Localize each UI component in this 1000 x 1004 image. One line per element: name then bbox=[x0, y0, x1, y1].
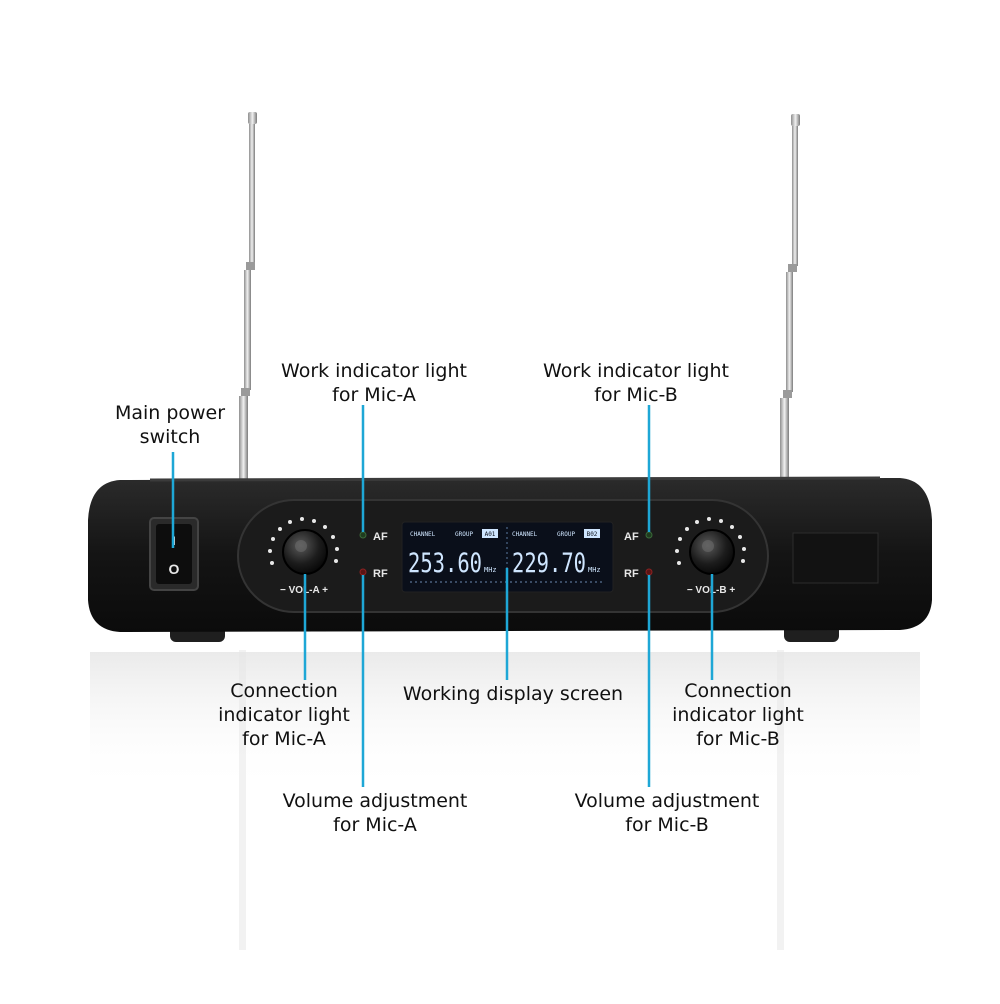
rf-label-b: RF bbox=[624, 568, 639, 580]
af-label-a: AF bbox=[373, 531, 388, 543]
label-main-power-switch: Main power switch bbox=[114, 402, 226, 448]
af-light-a bbox=[359, 531, 367, 539]
rf-light-a bbox=[359, 568, 367, 576]
vol-b-knob[interactable] bbox=[689, 529, 735, 575]
lcd-channel-b: CHANNEL bbox=[512, 531, 538, 538]
rf-label-a: RF bbox=[373, 568, 388, 580]
lcd-group-a: GROUP bbox=[455, 531, 473, 538]
af-light-b bbox=[645, 531, 653, 539]
power-switch[interactable]: I O bbox=[149, 517, 199, 591]
af-label-b: AF bbox=[624, 531, 639, 543]
lcd-group-b-value: B02 bbox=[587, 531, 598, 538]
lcd-freq-b: 229.70 bbox=[512, 548, 586, 579]
lcd-unit-b: MHz bbox=[588, 566, 601, 574]
rf-light-b bbox=[645, 568, 653, 576]
vol-a-knob[interactable] bbox=[282, 529, 328, 575]
callout-lines bbox=[171, 405, 714, 787]
antenna-reflection-right bbox=[777, 650, 784, 950]
antenna-right bbox=[780, 114, 800, 482]
label-conn-light-b: Connection indicator light for Mic-B bbox=[672, 680, 804, 750]
body-top-edge bbox=[149, 476, 881, 482]
switch-off-label: O bbox=[169, 561, 180, 577]
vol-b-scale-dots bbox=[675, 517, 746, 565]
lcd-group-a-value: A01 bbox=[485, 531, 496, 538]
lcd-display: CHANNEL GROUP A01 CHANNEL GROUP B02 253.… bbox=[401, 521, 614, 593]
lcd-freq-a: 253.60 bbox=[408, 548, 482, 579]
lcd-channel-a: CHANNEL bbox=[410, 531, 436, 538]
label-vol-b: Volume adjustment for Mic-B bbox=[574, 790, 760, 836]
lcd-unit-a: MHz bbox=[484, 566, 497, 574]
antenna-reflection-left bbox=[239, 650, 246, 950]
antenna-left bbox=[239, 112, 257, 482]
lcd-group-b: GROUP bbox=[557, 531, 575, 538]
label-work-light-b: Work indicator light for Mic-B bbox=[543, 360, 729, 406]
side-panel-right bbox=[792, 532, 879, 584]
label-work-light-a: Work indicator light for Mic-A bbox=[281, 360, 467, 406]
label-vol-a: Volume adjustment for Mic-A bbox=[282, 790, 468, 836]
label-display-screen: Working display screen bbox=[402, 683, 624, 705]
label-conn-light-a: Connection indicator light for Mic-A bbox=[218, 680, 350, 750]
vol-a-scale-dots bbox=[268, 517, 339, 565]
